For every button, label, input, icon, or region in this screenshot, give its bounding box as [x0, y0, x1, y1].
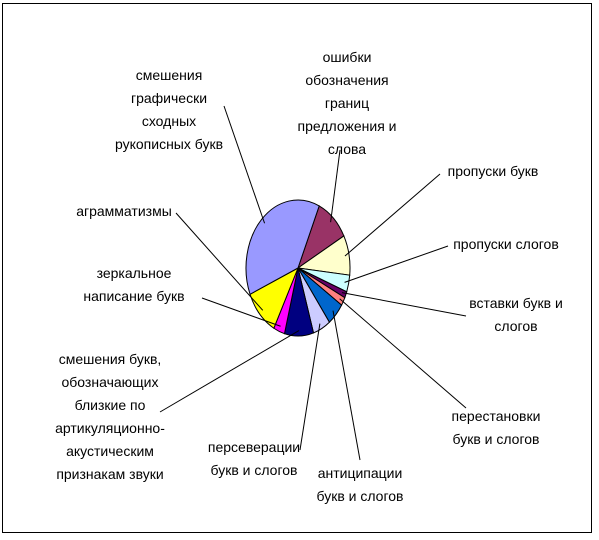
leader-line-graphic-mixups [223, 105, 266, 224]
leader-line-insertions [341, 292, 467, 317]
leader-line-letter-omissions [344, 173, 441, 257]
leader-line-mirror-writing [201, 297, 281, 327]
slice-label-word-boundary-errors: ошибки обозначения границ предложения и … [297, 49, 397, 157]
slice-label-acoustic-mixups: смешения букв, обозначающих близкие по а… [55, 351, 165, 482]
slice-label-graphic-mixups: смешения графически сходных рукописных б… [114, 67, 224, 152]
leader-line-transpositions [339, 298, 467, 409]
slice-graphic-mixups [245, 199, 320, 296]
leader-line-word-boundary [330, 149, 341, 223]
pie-slices [245, 199, 351, 337]
slice-label-perseverations: персеверации букв и слогов [207, 439, 301, 478]
leader-line-perseverations [299, 323, 321, 451]
slice-label-insertions: вставки букв и слогов [469, 295, 563, 334]
slice-label-anticipations: антиципации букв и слогов [316, 465, 404, 504]
leader-line-syllable-omissions [344, 245, 449, 283]
slice-label-transpositions: перестановки букв и слогов [451, 408, 541, 447]
slice-label-mirror-writing: зеркальное написание букв [83, 265, 185, 304]
leader-line-agrammatisms [175, 212, 264, 311]
leader-line-acoustic-mixups [159, 330, 300, 413]
slice-label-agrammatisms: аграмматизмы [76, 203, 172, 219]
slice-label-syllable-omissions: пропуски слогов [453, 236, 559, 252]
leader-line-anticipations [332, 310, 361, 461]
leader-lines [159, 105, 467, 461]
slice-label-letter-omissions: пропуски букв [447, 163, 539, 179]
